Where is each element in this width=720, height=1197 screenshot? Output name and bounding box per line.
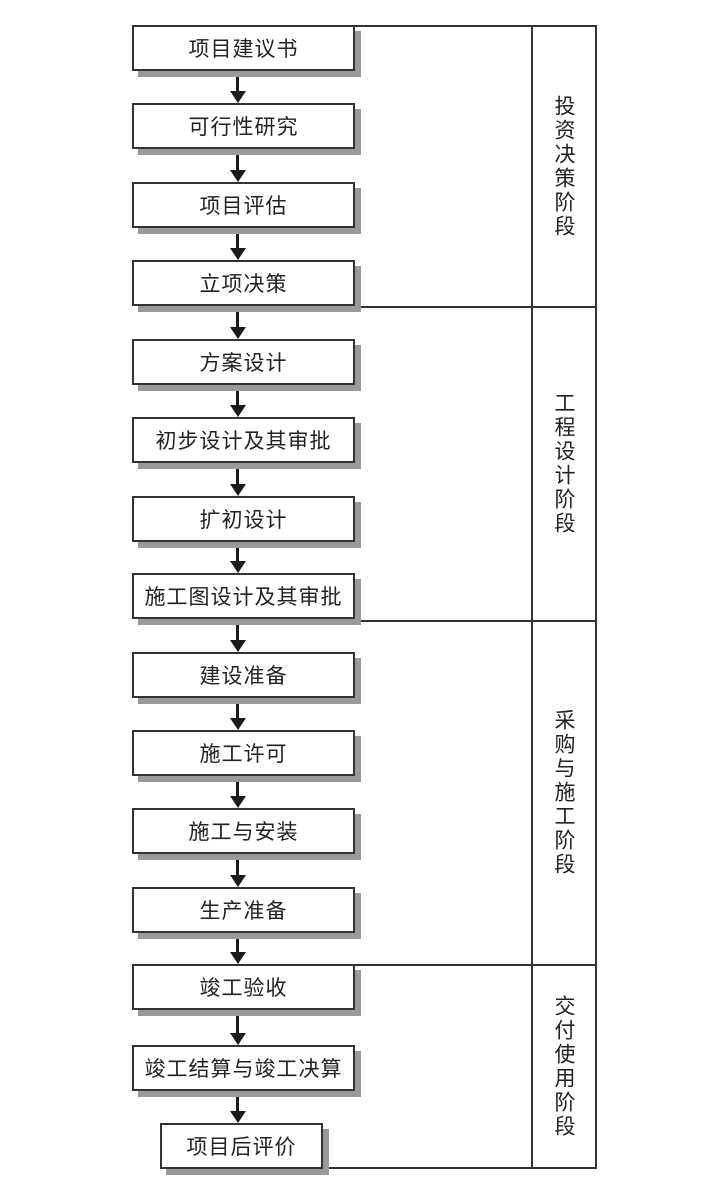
flow-arrow-down-icon [230, 463, 246, 496]
flow-arrow-down-icon [230, 776, 246, 808]
step-scheme-design: 方案设计 [132, 339, 355, 385]
flow-arrow-down-icon [230, 542, 246, 573]
step-construction-drawing-design-approval: 施工图设计及其审批 [132, 573, 355, 619]
step-post-project-evaluation: 项目后评价 [160, 1123, 323, 1169]
arrow-stem [236, 1010, 239, 1034]
flow-arrow-down-icon [230, 149, 246, 182]
flow-arrow-down-icon [230, 306, 246, 339]
phase-engineering-design-label: 工程设计阶段 [552, 392, 576, 536]
step-production-preparation: 生产准备 [132, 887, 355, 933]
flow-arrow-down-icon [230, 71, 246, 103]
step-construction-and-installation: 施工与安装 [132, 808, 355, 854]
arrow-head [230, 405, 246, 417]
step-project-proposal: 项目建议书 [132, 25, 355, 71]
arrow-head [230, 248, 246, 260]
flow-arrow-down-icon [230, 1091, 246, 1123]
phase-section-investment-decision: 投资决策阶段 [355, 25, 597, 306]
phase-cell: 工程设计阶段 [531, 308, 595, 620]
phase-procurement-construction-label: 采购与施工阶段 [552, 709, 576, 877]
flow-arrow-down-icon [230, 854, 246, 887]
arrow-head [230, 327, 246, 339]
arrow-head [230, 1033, 246, 1045]
arrow-head [230, 796, 246, 808]
flow-arrow-down-icon [230, 933, 246, 964]
phase-section-delivery-use: 交付使用阶段 [355, 964, 597, 1169]
step-feasibility-study: 可行性研究 [132, 103, 355, 149]
phase-delivery-use-label: 交付使用阶段 [552, 994, 576, 1139]
phase-investment-decision-label: 投资决策阶段 [552, 94, 576, 239]
arrow-head [230, 91, 246, 103]
flow-arrow-down-icon [230, 228, 246, 260]
phase-cell: 投资决策阶段 [531, 27, 595, 306]
arrow-head [230, 484, 246, 496]
step-completion-settlement-final-accounts: 竣工结算与竣工决算 [132, 1045, 355, 1091]
arrow-head [230, 170, 246, 182]
step-project-approval-decision: 立项决策 [132, 260, 355, 306]
arrow-stem [236, 542, 239, 562]
step-expanded-preliminary-design: 扩初设计 [132, 496, 355, 542]
phase-section-procurement-construction: 采购与施工阶段 [355, 620, 597, 964]
flow-arrow-down-icon [230, 1010, 246, 1045]
arrow-stem [236, 149, 239, 171]
arrow-stem [236, 306, 239, 328]
flow-arrow-down-icon [230, 698, 246, 730]
arrow-head [230, 875, 246, 887]
arrow-head [230, 718, 246, 730]
step-construction-preparation: 建设准备 [132, 652, 355, 698]
arrow-stem [236, 71, 239, 92]
step-project-evaluation: 项目评估 [132, 182, 355, 228]
phase-cell: 采购与施工阶段 [531, 622, 595, 964]
step-completion-acceptance: 竣工验收 [132, 964, 355, 1010]
arrow-stem [236, 854, 239, 876]
flow-arrow-down-icon [230, 619, 246, 652]
arrow-stem [236, 619, 239, 641]
arrow-stem [236, 698, 239, 719]
arrow-head [230, 1111, 246, 1123]
step-construction-permit: 施工许可 [132, 730, 355, 776]
arrow-stem [236, 1091, 239, 1112]
phase-cell: 交付使用阶段 [531, 966, 595, 1167]
step-preliminary-design-and-approval: 初步设计及其审批 [132, 417, 355, 463]
arrow-head [230, 952, 246, 964]
arrow-stem [236, 385, 239, 406]
arrow-stem [236, 933, 239, 953]
arrow-stem [236, 463, 239, 485]
arrow-stem [236, 776, 239, 797]
arrow-head [230, 640, 246, 652]
flow-arrow-down-icon [230, 385, 246, 417]
phase-section-engineering-design: 工程设计阶段 [355, 306, 597, 620]
arrow-head [230, 561, 246, 573]
arrow-stem [236, 228, 239, 249]
